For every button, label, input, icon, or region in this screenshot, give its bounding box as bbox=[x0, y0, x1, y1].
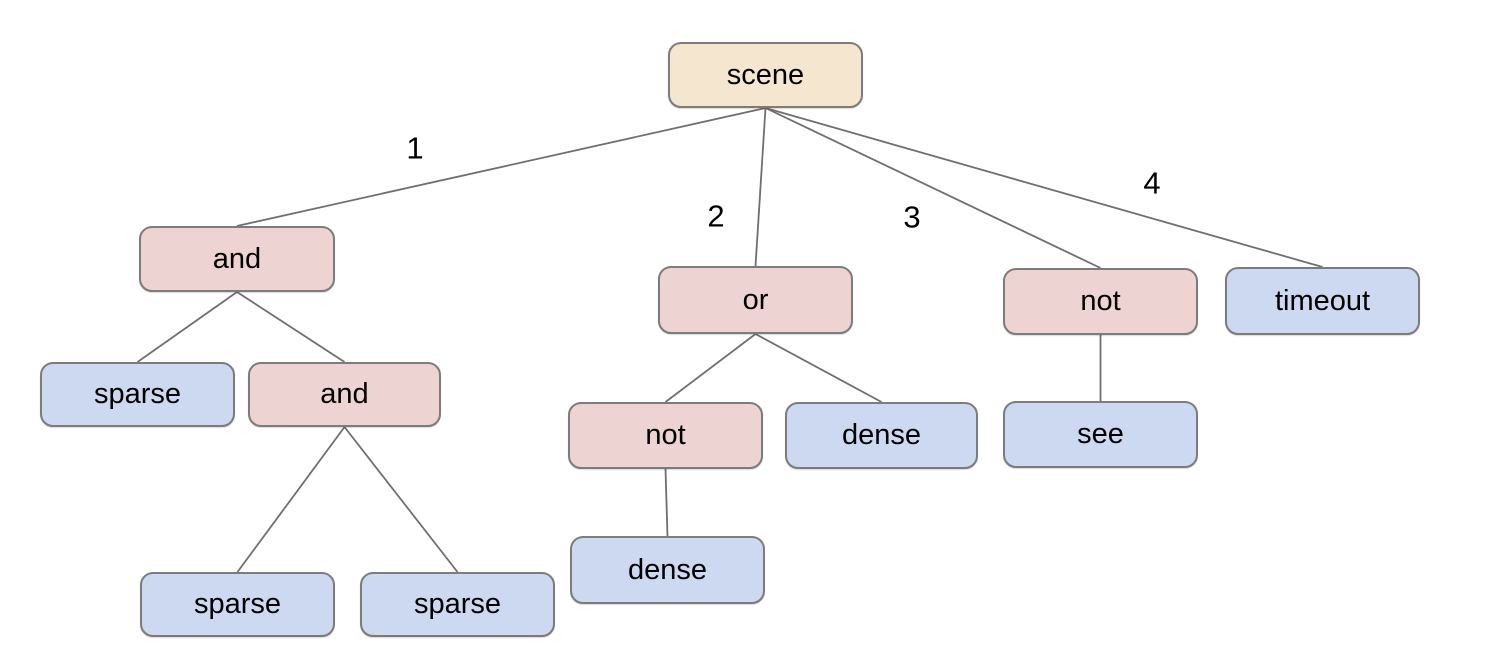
edge-number-label: 1 bbox=[406, 131, 423, 166]
tree-node-or-1: or bbox=[658, 266, 853, 334]
edge-number-label: 2 bbox=[707, 199, 724, 234]
tree-edge-scene-to-or-1 bbox=[754, 107, 767, 267]
tree-node-scene: scene bbox=[668, 42, 863, 108]
tree-node-label: not bbox=[645, 419, 686, 451]
tree-node-label: and bbox=[320, 378, 369, 410]
tree-edge-and-1-to-and-2 bbox=[236, 291, 345, 363]
tree-node-dense-1: dense bbox=[785, 402, 978, 469]
tree-node-label: see bbox=[1077, 418, 1124, 450]
tree-edge-scene-to-not-1 bbox=[765, 107, 1101, 269]
tree-node-label: not bbox=[1080, 285, 1121, 317]
tree-node-label: timeout bbox=[1274, 284, 1371, 317]
tree-node-sparse-1: sparse bbox=[40, 362, 235, 427]
tree-node-label: sparse bbox=[413, 588, 502, 620]
tree-node-dense-2: dense bbox=[570, 536, 765, 604]
tree-node-not-2: not bbox=[568, 402, 763, 469]
tree-node-timeout-1: timeout bbox=[1225, 267, 1420, 335]
edge-number-label: 3 bbox=[903, 200, 920, 235]
tree-node-label: sparse bbox=[193, 588, 282, 620]
tree-edge-or-1-to-dense-1 bbox=[755, 333, 882, 403]
tree-edge-and-2-to-sparse-3 bbox=[343, 426, 459, 573]
tree-node-label: dense bbox=[627, 553, 707, 586]
tree-node-label: scene bbox=[726, 58, 805, 91]
tree-edge-or-1-to-not-2 bbox=[664, 333, 757, 403]
tree-node-sparse-3: sparse bbox=[360, 572, 555, 637]
tree-node-and-1: and bbox=[139, 226, 335, 292]
tree-node-label: or bbox=[742, 283, 769, 316]
edge-number-label: 4 bbox=[1143, 166, 1160, 201]
tree-node-label: dense bbox=[841, 419, 921, 451]
tree-edge-scene-to-timeout-1 bbox=[765, 107, 1323, 268]
tree-edge-and-2-to-sparse-2 bbox=[236, 426, 346, 573]
tree-edge-scene-to-and-1 bbox=[236, 107, 766, 227]
tree-node-not-1: not bbox=[1003, 268, 1198, 335]
tree-edge-and-1-to-sparse-1 bbox=[136, 291, 238, 363]
tree-node-label: sparse bbox=[93, 378, 182, 410]
tree-node-and-2: and bbox=[248, 362, 441, 427]
tree-node-see-1: see bbox=[1003, 401, 1198, 468]
tree-node-label: and bbox=[212, 242, 262, 275]
tree-node-sparse-2: sparse bbox=[140, 572, 335, 637]
tree-edge-not-2-to-dense-2 bbox=[664, 468, 669, 537]
